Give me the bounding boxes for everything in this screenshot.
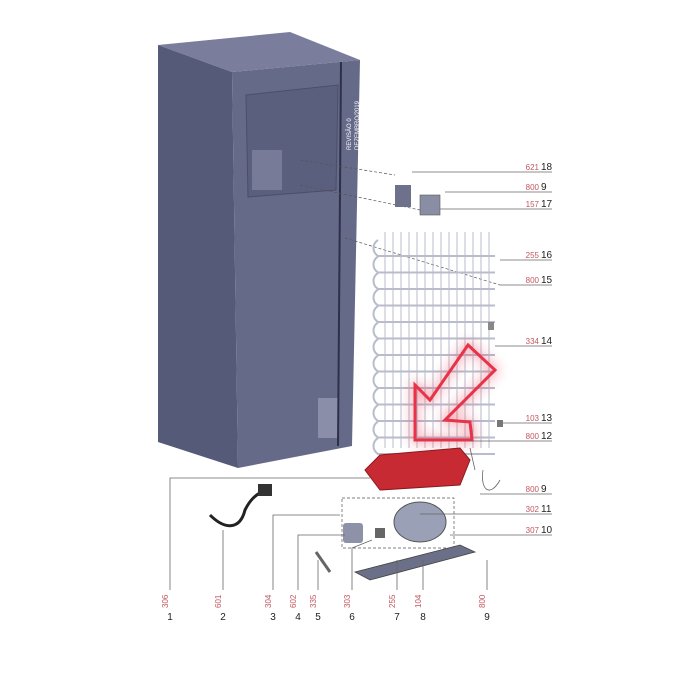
coil-loop [372, 272, 495, 290]
part-code: 601 [214, 594, 223, 608]
item-number: 15 [541, 275, 553, 286]
item-number: 16 [541, 250, 553, 261]
item-number: 9 [541, 182, 547, 193]
part-13-clip [497, 420, 503, 427]
coil-loop [372, 255, 495, 274]
coil-loop [372, 371, 495, 389]
revision-date: DEZEMBRO/2019 [355, 100, 361, 150]
part-code: 800 [526, 183, 540, 192]
part-18-control-board [395, 185, 411, 207]
coil-loop [372, 437, 495, 455]
part-code: 304 [264, 594, 273, 608]
highlight-arrow [413, 342, 498, 442]
item-number: 8 [420, 612, 426, 623]
coil-loop [372, 387, 495, 406]
item-number: 9 [541, 484, 547, 495]
part-code: 302 [526, 505, 540, 514]
coil-loop [372, 321, 495, 340]
item-number: 11 [541, 504, 552, 515]
part-10-compressor [393, 501, 447, 543]
part-1-drip-tray [364, 447, 471, 491]
coil-loop [372, 288, 495, 307]
item-number: 12 [541, 431, 553, 442]
part-code: 306 [161, 594, 170, 608]
part-code: 303 [343, 594, 352, 608]
item-number: 1 [167, 612, 173, 623]
part-code: 335 [309, 594, 318, 608]
coil-loop [372, 338, 495, 356]
coil-loop [372, 305, 495, 323]
item-number: 2 [220, 612, 226, 623]
item-number: 10 [541, 525, 553, 536]
part-code: 103 [526, 414, 540, 423]
part-code: 334 [526, 337, 540, 346]
part-code: 602 [289, 594, 298, 608]
item-number: 9 [484, 612, 490, 623]
part-code: 800 [526, 485, 540, 494]
item-number: 18 [541, 162, 553, 173]
item-number: 5 [315, 612, 321, 623]
refrigerator-cabinet: REVISÃO 0 DEZEMBRO/2019 [158, 32, 361, 468]
part-14-sensor [488, 322, 494, 330]
item-number: 3 [270, 612, 276, 623]
condenser-coil [372, 232, 495, 455]
part-code: 800 [478, 594, 487, 608]
item-number: 6 [349, 612, 355, 623]
part-code: 621 [526, 163, 540, 172]
item-number: 13 [541, 413, 553, 424]
part-5-capacitor [314, 551, 332, 573]
part-code: 255 [388, 594, 397, 608]
part-2-power-cord [208, 488, 266, 528]
part-9-tube [469, 447, 501, 491]
item-number: 17 [541, 199, 553, 210]
coil-loop [372, 404, 495, 422]
coil-loop [372, 420, 495, 439]
part-17-relay [419, 194, 441, 216]
revision-label: REVISÃO 0 [346, 118, 353, 150]
part-code: 157 [526, 200, 540, 209]
coil-loop [372, 239, 495, 257]
part-code: 255 [526, 251, 540, 260]
coil-loop [372, 354, 495, 373]
part-code: 104 [414, 594, 423, 608]
part-8-base-rail [353, 544, 477, 581]
part-code: 800 [526, 276, 540, 285]
item-number: 14 [541, 336, 553, 347]
item-number: 7 [394, 612, 400, 623]
part-code: 307 [526, 526, 540, 535]
part-3-relay [343, 523, 363, 543]
item-number: 4 [295, 612, 301, 623]
part-code: 800 [526, 432, 540, 441]
